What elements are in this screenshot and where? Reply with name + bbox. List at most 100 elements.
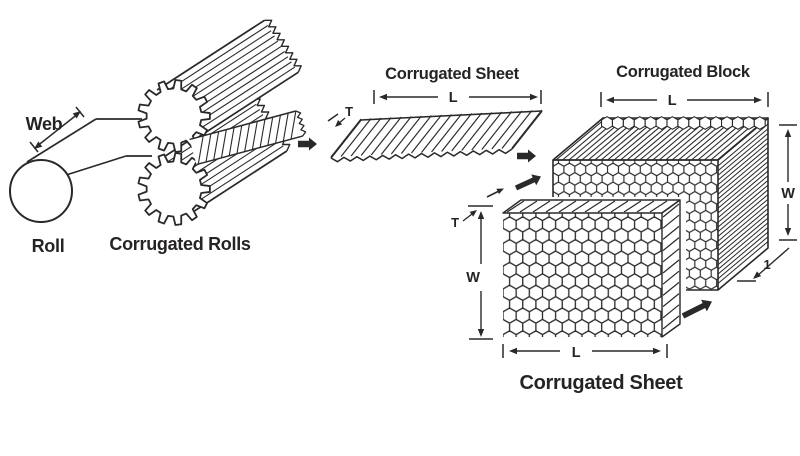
block-top-back-cell xyxy=(644,116,657,130)
corrugated-rolls-label: Corrugated Rolls xyxy=(109,234,251,254)
block-right-face-layer-line xyxy=(717,241,769,284)
sliced-right-wall-mark xyxy=(662,259,680,274)
dim-line xyxy=(756,247,790,277)
sliced-right-wall-mark xyxy=(662,248,680,263)
block-right-face-layer-line xyxy=(717,156,769,200)
sliced-top-wall-mark xyxy=(584,200,603,213)
strip-ridge xyxy=(228,127,235,156)
sliced-right-wall-mark xyxy=(662,270,680,285)
strip-edge xyxy=(189,110,297,141)
sheet-corrugation-ridge xyxy=(461,112,493,151)
block-top-back-cell xyxy=(666,116,679,130)
sheet-surface xyxy=(331,111,542,158)
sheet-corrugation-ridge xyxy=(431,113,463,153)
arrowhead xyxy=(784,228,792,236)
strip-ridge xyxy=(244,123,251,152)
web-dim-line xyxy=(35,112,80,148)
sheet-length-dim-label: L xyxy=(449,90,458,106)
block-right-face-layer-line xyxy=(717,175,769,219)
strip-ridge xyxy=(282,112,289,142)
block-right-face-layer-line xyxy=(717,180,769,223)
block-right-face-layer-line xyxy=(717,222,769,266)
arrowhead xyxy=(477,329,485,337)
block-right-face-layer-line xyxy=(717,151,769,195)
block-right-face-layer-line xyxy=(717,212,769,256)
strip-ridge xyxy=(213,131,220,160)
arrowhead xyxy=(469,210,477,217)
sheet-corrugation-ridge xyxy=(400,115,432,154)
sliced-right-wall-mark xyxy=(662,214,680,229)
strip-ridge xyxy=(197,135,204,165)
dim-tick xyxy=(327,113,339,122)
sheet-corrugation-ridge xyxy=(421,114,452,153)
block-top-back-cell xyxy=(753,116,766,130)
block-top-back-cell xyxy=(611,116,624,130)
block-right-face-layer-line xyxy=(717,123,769,167)
flow-arrow-sheet-to-block xyxy=(517,149,536,163)
dim-line xyxy=(462,213,473,222)
arrowhead xyxy=(754,96,762,104)
block-top-back-cell xyxy=(710,116,723,130)
block-right-face-layer-line xyxy=(717,217,769,261)
sliced-sheet-honeycomb xyxy=(502,212,663,338)
stack-arrow-shaft xyxy=(486,190,500,198)
block-top-back-cell xyxy=(688,116,701,130)
sheet-thickness-dim-label: T xyxy=(345,104,353,119)
block-right-face-layer-line xyxy=(717,170,769,214)
cylinder-ridge xyxy=(189,145,284,208)
sliced-top-wall-mark xyxy=(506,200,525,213)
sliced-right-wall-mark xyxy=(662,237,680,252)
web-group xyxy=(26,106,152,177)
arrowhead xyxy=(477,211,485,219)
strip-ridge xyxy=(205,133,212,163)
block-right-face-layer-line xyxy=(717,161,769,204)
web-dim-tick xyxy=(29,141,39,153)
sheet-corrugation-ridge xyxy=(410,114,442,154)
sliced-right-wall-mark xyxy=(662,281,680,296)
roll-cylinder xyxy=(9,159,73,223)
block-right-face-layer-line xyxy=(717,236,769,280)
sliced-top-wall-mark xyxy=(532,200,551,213)
block-depth-dim-label: 1 xyxy=(764,257,771,272)
sheet-corrugation-ridge xyxy=(370,116,402,156)
formed-web-strip-group xyxy=(189,110,307,166)
block-right-face-layer-line xyxy=(717,142,769,186)
arrowhead xyxy=(653,347,661,355)
block-top-back-cell xyxy=(731,116,744,130)
sliced-top-wall-mark xyxy=(558,200,577,213)
block-width-dim-label: W xyxy=(781,186,795,202)
cylinder-edge xyxy=(156,19,265,91)
web-label: Web xyxy=(26,114,63,134)
dimension-lines-group xyxy=(327,90,797,358)
strip-end-zigzag xyxy=(295,110,307,137)
sheet-corrugation-ridge xyxy=(471,111,503,151)
web-dim-arrowhead xyxy=(34,141,43,149)
sheet-corrugation-ridge xyxy=(390,115,422,155)
stack-arrow-lower xyxy=(681,299,712,319)
strip-ridge xyxy=(275,115,281,144)
corrugated-sheet-title: Corrugated Sheet xyxy=(385,65,519,83)
web-dim-tick xyxy=(75,106,85,118)
sliced-right-wall-mark xyxy=(662,304,680,319)
strip-ridge xyxy=(220,129,227,158)
strip-ridge xyxy=(267,117,274,146)
stack-arrow-upper xyxy=(514,174,541,191)
block-right-face-layer-line xyxy=(717,133,769,176)
block-right-face-layer-line xyxy=(717,128,769,172)
sliced-top-wall-mark xyxy=(623,200,642,213)
sliced-top-wall-mark xyxy=(519,200,538,213)
sheet-corrugation-ridge xyxy=(501,110,533,149)
block-top-back-cell xyxy=(699,116,712,130)
corrugated-sheet-group xyxy=(330,109,543,163)
strip-ridge xyxy=(236,125,243,154)
block-top-back-cell xyxy=(622,116,635,130)
block-top-back-cell xyxy=(721,116,734,130)
sliced-top-wall-mark xyxy=(571,200,590,213)
sheet-corrugation-ridge xyxy=(380,116,412,155)
web-dim-arrowhead xyxy=(72,111,81,119)
sheet-corrugation-ridge xyxy=(451,112,483,152)
sliced-right-wall-mark xyxy=(662,225,680,240)
arrowhead xyxy=(509,347,517,355)
arrowhead xyxy=(606,96,614,104)
sheet-front-zigzag-edge xyxy=(330,148,513,163)
